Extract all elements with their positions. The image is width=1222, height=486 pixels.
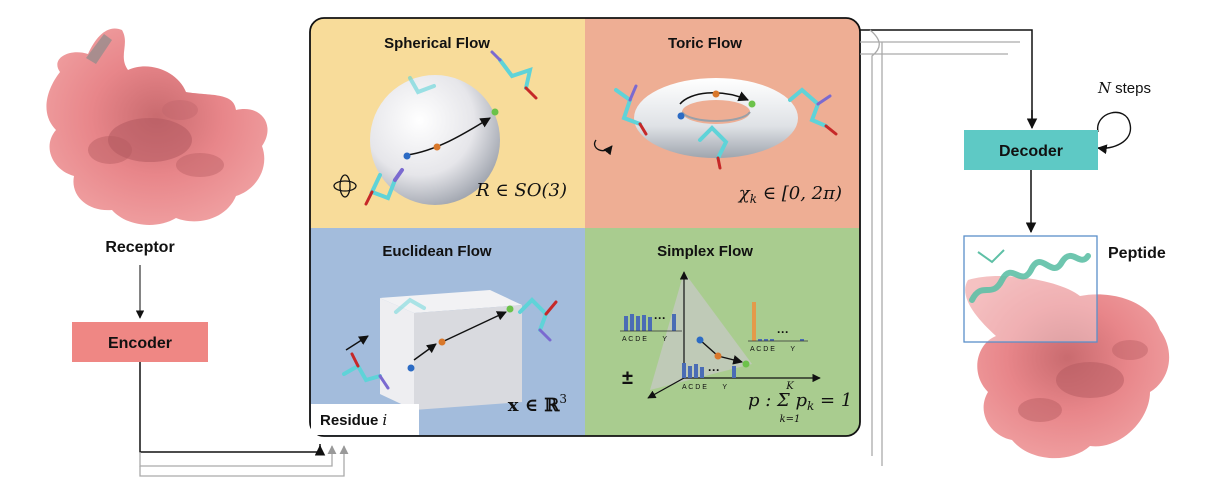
cube-shape	[380, 290, 522, 410]
decoder-label: Decoder	[999, 143, 1063, 160]
euclidean-formula-sup: 3	[559, 392, 567, 406]
simplex-formula-text: p : Σ p	[748, 390, 807, 411]
residue-label-box	[311, 404, 419, 435]
torsion-rotation-icon	[593, 139, 613, 156]
simplex-mid-point	[714, 352, 722, 360]
recurrent-line-2	[139, 445, 349, 477]
encoder-label: Encoder	[108, 335, 172, 352]
encoder-output-line	[139, 362, 321, 453]
loop-arrow-icon	[1097, 111, 1132, 155]
encoder-box	[72, 322, 208, 362]
spherical-title: Spherical Flow	[384, 35, 490, 52]
toric-formula-rest: ∈ [0, 2π)	[757, 183, 842, 204]
spherical-flow-arrow	[406, 117, 491, 156]
spherical-mid-point	[433, 143, 441, 151]
peptide-side-chain	[977, 249, 1005, 264]
toric-formula-main: χ	[737, 183, 751, 204]
euclidean-mid-point	[438, 338, 446, 346]
peptide-label: Peptide	[1108, 245, 1166, 262]
residue-label-var: i	[382, 411, 387, 429]
euclidean-arrow-1	[345, 335, 369, 351]
simplex-formula-sub: k	[807, 399, 814, 413]
steps-text: steps	[1115, 80, 1151, 97]
spherical-start-point	[403, 152, 411, 160]
simplex-axis-left	[647, 377, 685, 399]
toric-title: Toric Flow	[668, 35, 742, 52]
simplex-start-point	[696, 336, 704, 344]
euclidean-end-point	[506, 305, 514, 313]
plus-minus-symbol: ±	[622, 367, 633, 389]
histogram-initial	[620, 314, 682, 332]
recurrent-return-line-1	[869, 29, 880, 456]
toric-flow-arrow	[679, 91, 749, 105]
spherical-end-point	[491, 108, 499, 116]
euclidean-title: Euclidean Flow	[382, 243, 492, 260]
simplex-triangle	[650, 272, 752, 390]
peptide-helix	[969, 253, 1091, 303]
histogram-intermediate-labels: A C D E Y	[682, 384, 727, 391]
toric-formula-sub: k	[750, 192, 757, 206]
steps-var: N	[1097, 79, 1112, 97]
euclidean-formula-main: x ∈ ℝ	[508, 395, 561, 416]
simplex-formula: p : Σ pk = 1 K k=1	[748, 381, 852, 425]
euclidean-residue-stick-models	[342, 297, 558, 390]
receptor-label: Receptor	[105, 239, 174, 256]
euclidean-arrow-2	[413, 343, 437, 361]
peptide-receptor-complex	[965, 275, 1170, 459]
recurrent-panel-lines	[860, 41, 1020, 55]
flow-panel-border	[309, 17, 861, 437]
toric-formula: χk ∈ [0, 2π)	[737, 183, 842, 206]
torus-shape	[634, 78, 798, 158]
toric-start-point	[677, 112, 685, 120]
panel-to-decoder-line	[860, 29, 1033, 126]
simplex-sum-bottom: k=1	[780, 414, 801, 425]
simplex-sum-top: K	[785, 381, 794, 392]
histogram-intermediate	[682, 363, 736, 378]
residue-label-text: Residue	[320, 412, 378, 429]
simplex-title: Simplex Flow	[657, 243, 753, 260]
receptor-protein-surface	[46, 28, 268, 225]
toric-end-point	[748, 100, 756, 108]
euclidean-formula: x ∈ ℝ3	[508, 392, 567, 416]
histogram-final	[748, 302, 808, 342]
recurrent-line-1	[139, 445, 337, 467]
decoder-box	[964, 130, 1098, 170]
simplex-formula-main: p : Σ pk = 1	[748, 390, 852, 413]
residue-stick-model-icon	[364, 50, 538, 206]
rotation-icon	[333, 174, 357, 198]
spherical-formula: R ∈ SO(3)	[475, 180, 567, 201]
simplex-end-point	[742, 360, 750, 368]
simplex-formula-rest: = 1	[814, 390, 852, 411]
histogram-intermediate-dots: ···	[708, 363, 720, 377]
toric-residue-stick-models	[614, 84, 838, 170]
histogram-final-dots: ···	[777, 325, 789, 339]
euclidean-start-point	[407, 364, 415, 372]
histogram-initial-labels: A C D E Y	[622, 336, 667, 343]
histogram-initial-dots: ···	[654, 311, 666, 325]
euclidean-flow-arrow	[441, 311, 507, 343]
toric-mid-point	[712, 90, 720, 98]
histogram-final-labels: A C D E Y	[750, 346, 795, 353]
